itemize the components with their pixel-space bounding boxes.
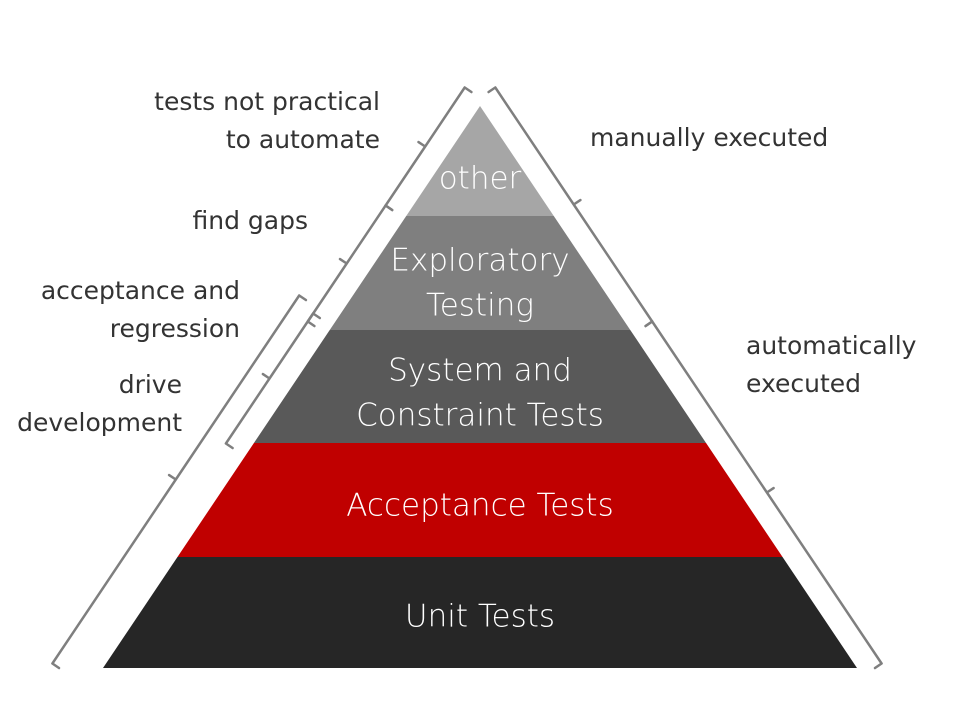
pyramid-tier-label: other	[439, 161, 522, 197]
right-annotation-label: manually executed	[590, 123, 828, 152]
right-annotation-label: automatically	[746, 331, 917, 360]
automatic-brace	[644, 320, 883, 670]
pyramid-tier-label: Unit Tests	[405, 599, 555, 635]
right-annotation-label: executed	[746, 369, 861, 398]
pyramid-tier-0	[406, 106, 554, 216]
pyramid-tier-2	[253, 330, 707, 443]
pyramid-tier-4	[103, 557, 857, 668]
brackets	[51, 86, 883, 670]
left-annotation-label: find gaps	[193, 206, 309, 235]
left-annotation-label: drive	[119, 370, 182, 399]
pyramid-tier-label: Exploratory	[390, 243, 569, 279]
drive-development-brace	[51, 294, 308, 670]
pyramid-tier-label: Acceptance Tests	[346, 488, 613, 524]
left-annotation-label: tests not practical	[154, 87, 380, 116]
pyramid-tier-label: Constraint Tests	[356, 398, 604, 434]
left-annotation-label: regression	[110, 314, 240, 343]
pyramid-tier-1	[329, 216, 631, 330]
annotations: tests not practical to automate find gaps a…	[17, 87, 917, 437]
left-annotation-label: development	[17, 408, 182, 437]
pyramid-tier-3	[177, 443, 783, 557]
left-annotation-label: to automate	[226, 125, 380, 154]
acceptance-regression-brace	[224, 312, 322, 450]
pyramid-tier-label: Testing	[426, 288, 534, 324]
pyramid-tier-label: System and	[388, 353, 572, 389]
left-annotation-label: acceptance and	[41, 276, 240, 305]
